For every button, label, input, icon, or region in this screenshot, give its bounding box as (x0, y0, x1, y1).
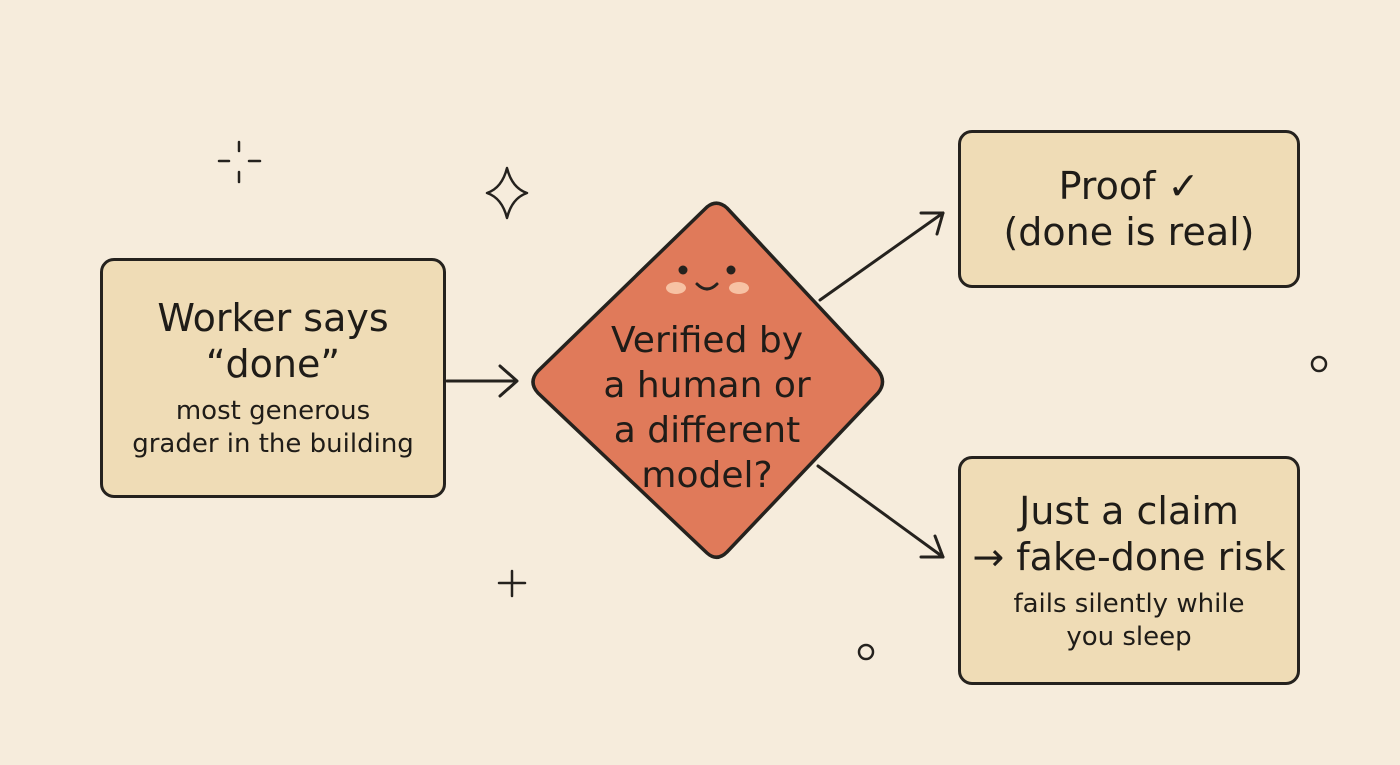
decision-label-line: a different (613, 410, 801, 451)
decision-label: Verified by a human or a different model… (567, 318, 847, 498)
decision-label-line: model? (641, 455, 773, 496)
proof-title-line: Proof ✓ (1058, 164, 1200, 208)
plus-icon (497, 569, 527, 598)
worker-claim-title-line: “done” (205, 342, 341, 386)
proof-title: Proof ✓ (done is real) (1003, 163, 1254, 255)
claim-risk-note-line: fails silently while (1013, 588, 1245, 619)
worker-claim-title: Worker says “done” (157, 295, 388, 387)
decision-label-line: a human or (603, 365, 811, 406)
worker-claim-title-line: Worker says (157, 296, 389, 340)
worker-claim-note: most generous grader in the building (132, 395, 414, 461)
claim-risk-note-line: you sleep (1066, 621, 1192, 652)
proof-title-line: (done is real) (1003, 210, 1255, 254)
sparkle-icon (217, 140, 262, 184)
proof-box: Proof ✓ (done is real) (958, 130, 1300, 288)
claim-risk-title-line: → fake-done risk (972, 534, 1286, 579)
arrow-start-to-decision (445, 364, 519, 398)
claim-risk-title: Just a claim → fake-done risk (972, 488, 1285, 580)
claim-risk-title-line: Just a claim (1019, 488, 1239, 533)
claim-risk-box: Just a claim → fake-done risk fails sile… (958, 456, 1300, 685)
claim-risk-note: fails silently while you sleep (1013, 588, 1244, 654)
decision-diamond (531, 201, 885, 559)
worker-claim-note-line: grader in the building (132, 429, 414, 459)
arrow-decision-to-no (816, 464, 945, 559)
worker-claim-box: Worker says “done” most generous grader … (100, 258, 446, 498)
circle-icon (857, 643, 875, 661)
arrow-decision-to-yes (818, 211, 945, 302)
circle-icon (1310, 355, 1328, 373)
decision-label-line: Verified by (610, 320, 804, 361)
smiley-face-icon (666, 265, 749, 294)
four-point-star-icon (485, 166, 529, 220)
worker-claim-note-line: most generous (175, 396, 371, 426)
